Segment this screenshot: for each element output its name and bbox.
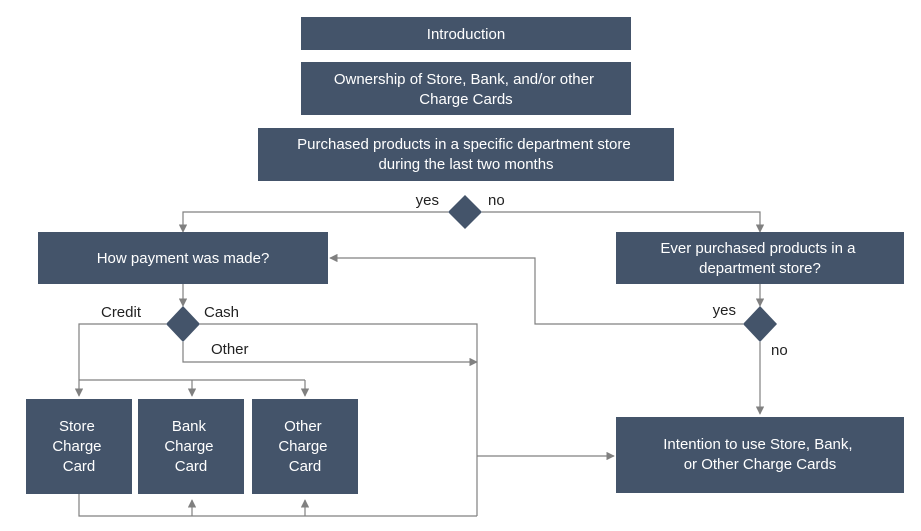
- node-ownership: Ownership of Store, Bank, and/or other C…: [301, 62, 631, 115]
- node-introduction-text: Introduction: [427, 26, 505, 43]
- label-yes-purchased: yes: [416, 192, 439, 209]
- node-other-card-text: Other Charge Card: [278, 418, 331, 475]
- node-intention: Intention to use Store, Bank, or Other C…: [616, 417, 904, 493]
- connector-credit-to-store: [74, 323, 166, 397]
- label-cash: Cash: [204, 304, 239, 321]
- decision-diamond-purchased: [448, 195, 482, 229]
- label-credit: Credit: [101, 304, 142, 321]
- connector-cards-bottom: [78, 494, 477, 517]
- connector-yes-to-payment: [178, 211, 448, 233]
- connectors: [74, 211, 765, 517]
- connector-no-to-ever-purchased: [482, 211, 765, 233]
- node-purchased: Purchased products in a specific departm…: [258, 128, 674, 181]
- node-ever-purchased: Ever purchased products in a department …: [616, 232, 904, 284]
- node-bank-card-text: Bank Charge Card: [164, 418, 217, 475]
- node-payment-text: How payment was made?: [97, 250, 270, 267]
- connector-other: [182, 342, 478, 367]
- node-store-card: Store Charge Card: [26, 399, 132, 494]
- decision-diamond-payment: [166, 306, 200, 342]
- node-ever-purchased-text: Ever purchased products in a department …: [660, 240, 859, 277]
- connector-cash: [200, 323, 478, 516]
- node-purchased-text: Purchased products in a specific departm…: [297, 136, 635, 173]
- decision-diamond-ever: [743, 306, 777, 342]
- label-yes-ever: yes: [713, 302, 736, 319]
- node-store-card-text: Store Charge Card: [52, 418, 105, 475]
- node-payment: How payment was made?: [38, 232, 328, 284]
- node-bank-card: Bank Charge Card: [138, 399, 244, 494]
- label-other: Other: [211, 341, 249, 358]
- node-ownership-text: Ownership of Store, Bank, and/or other C…: [334, 71, 598, 108]
- node-introduction: Introduction: [301, 17, 631, 50]
- node-other-card: Other Charge Card: [252, 399, 358, 494]
- label-no-ever: no: [771, 342, 788, 359]
- label-no-purchased: no: [488, 192, 505, 209]
- connector-yes-to-payment-loop: [329, 253, 743, 325]
- node-intention-text: Intention to use Store, Bank, or Other C…: [663, 436, 856, 473]
